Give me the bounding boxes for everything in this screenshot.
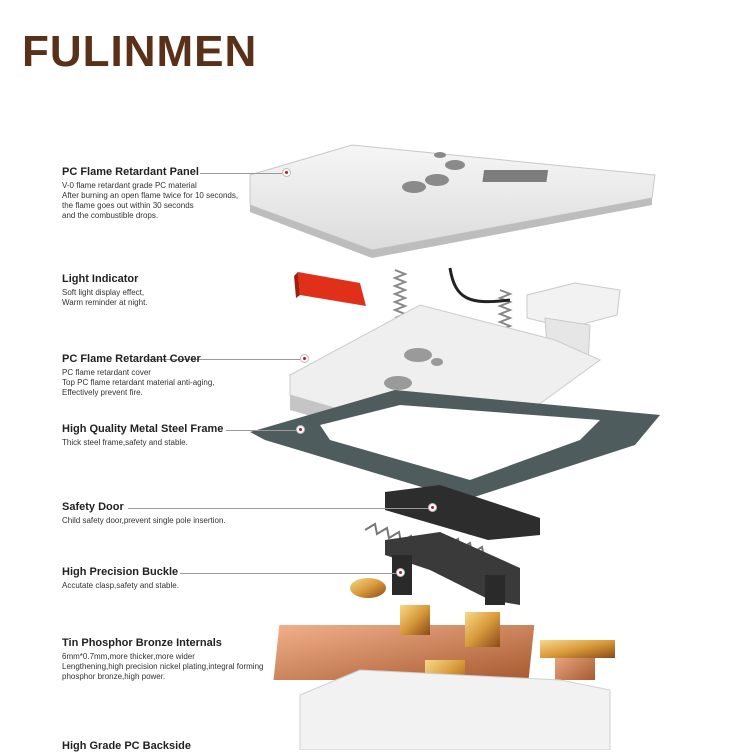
bronze-internals-illustration [273, 578, 615, 695]
label-light-indicator: Light Indicator Soft light display effec… [62, 273, 302, 308]
frame-leader-line [226, 430, 296, 431]
label-title: PC Flame Retardant Cover [62, 353, 201, 365]
label-pc-cover: PC Flame Retardant Cover PC flame retard… [62, 353, 302, 398]
label-title: High Precision Buckle [62, 566, 179, 578]
label-description: Soft light display effect, Warm reminder… [62, 288, 148, 307]
cover-leader-line [146, 359, 300, 360]
label-description: Thick steel frame,safety and stable. [62, 438, 188, 447]
label-bronze-internals: Tin Phosphor Bronze Internals 6mm*0.7mm,… [62, 637, 302, 682]
spring-illustration [392, 269, 513, 331]
label-safety-door: Safety Door Child safety door,prevent si… [62, 501, 302, 526]
brand-logo: FULINMEN [22, 27, 258, 76]
label-buckle: High Precision Buckle Accutate clasp,saf… [62, 566, 302, 591]
door-leader-line [128, 508, 428, 509]
label-pc-panel: PC Flame Retardant Panel V-0 flame retar… [62, 166, 302, 221]
label-title: Light Indicator [62, 273, 139, 285]
buckle-illustration [385, 532, 520, 605]
label-description: PC flame retardant cover Top PC flame re… [62, 368, 215, 397]
buckle-marker [396, 568, 405, 577]
label-title: High Grade PC Backside [62, 740, 191, 752]
label-pc-backside: High Grade PC Backside [62, 740, 302, 753]
panel-illustration [249, 144, 656, 258]
steel-frame-illustration [250, 390, 660, 500]
frame-marker [296, 425, 305, 434]
label-description: V-0 flame retardant grade PC material Af… [62, 181, 239, 220]
backside-illustration [299, 669, 611, 750]
label-description: 6mm*0.7mm,more thicker,more wider Length… [62, 652, 264, 681]
label-description: Accutate clasp,safety and stable. [62, 581, 179, 590]
cover-marker [300, 354, 309, 363]
label-title: High Quality Metal Steel Frame [62, 423, 224, 435]
label-title: Safety Door [62, 501, 124, 513]
label-title: PC Flame Retardant Panel [62, 166, 199, 178]
label-title: Tin Phosphor Bronze Internals [62, 637, 222, 649]
buckle-leader-line [180, 573, 396, 574]
label-steel-frame: High Quality Metal Steel Frame Thick ste… [62, 423, 302, 448]
door-marker [428, 503, 437, 512]
label-description: Child safety door,prevent single pole in… [62, 516, 226, 525]
light-indicator-illustration [294, 272, 366, 306]
panel-leader-line [200, 173, 282, 174]
panel-marker [282, 168, 291, 177]
